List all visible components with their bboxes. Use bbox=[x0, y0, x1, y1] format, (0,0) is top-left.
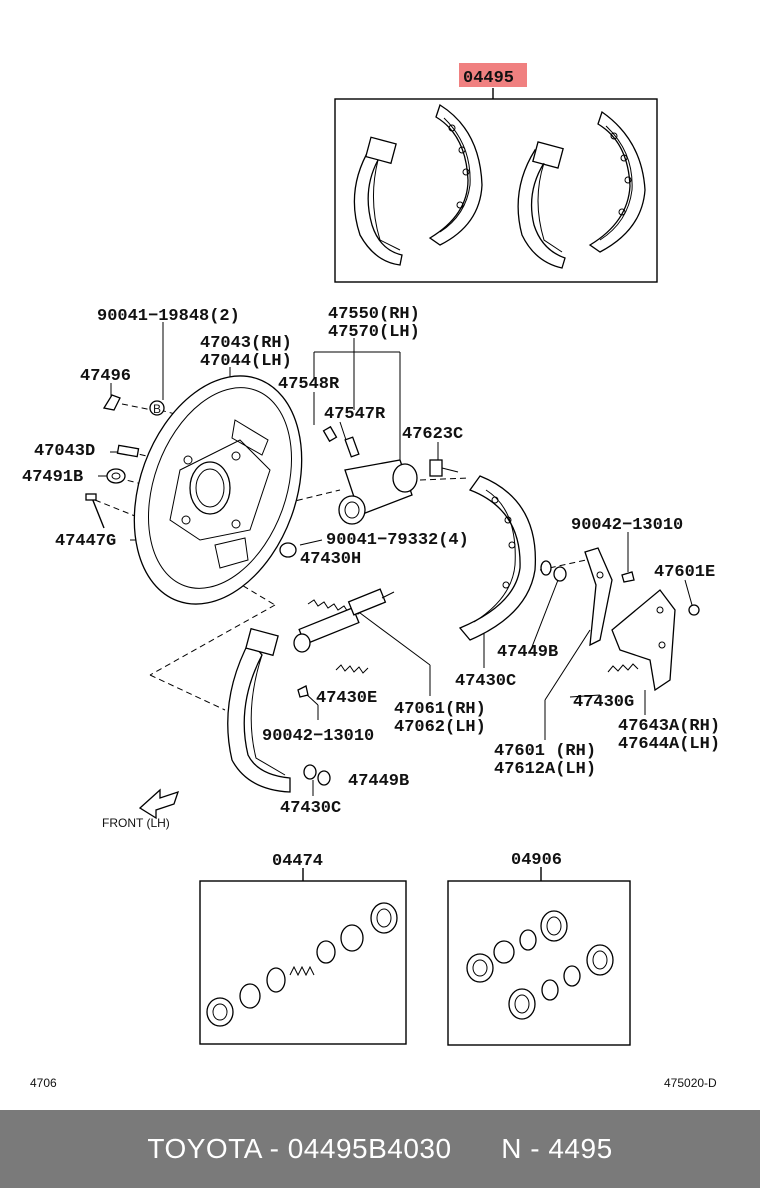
label-47447g[interactable]: 47447G bbox=[55, 532, 116, 551]
clip-90042-13010-a-icon bbox=[621, 571, 635, 583]
label-47643a[interactable]: 47643A(RH) bbox=[618, 717, 720, 736]
spring-cup-47449b-b-icon bbox=[303, 764, 331, 786]
label-47570[interactable]: 47570(LH) bbox=[328, 323, 420, 342]
footer-part-number: 04495B4030 bbox=[287, 1133, 452, 1164]
nut-90041-79332-icon bbox=[279, 542, 297, 558]
label-47496[interactable]: 47496 bbox=[80, 367, 131, 386]
spring-47430g-icon bbox=[607, 663, 639, 673]
kit-04474-box bbox=[199, 880, 407, 1045]
label-90041-79332[interactable]: 90041−79332(4) bbox=[326, 531, 469, 550]
kit-04495-box bbox=[334, 98, 658, 283]
footer-separator: - bbox=[261, 1133, 288, 1164]
kit-04906-label[interactable]: 04906 bbox=[511, 851, 562, 870]
pin-47447g-icon bbox=[85, 493, 105, 529]
bolt-b-icon: B bbox=[149, 400, 165, 416]
label-47430h[interactable]: 47430H bbox=[300, 550, 361, 569]
kit-04495-highlight[interactable] bbox=[459, 63, 527, 87]
kit-04906-box bbox=[447, 880, 631, 1046]
label-47601e[interactable]: 47601E bbox=[654, 563, 715, 582]
label-47430c-a[interactable]: 47430C bbox=[455, 672, 516, 691]
footer-code: N - 4495 bbox=[501, 1133, 613, 1164]
label-47449b-a[interactable]: 47449B bbox=[497, 643, 558, 662]
bleeder-47623c-icon bbox=[429, 459, 459, 477]
label-47430e[interactable]: 47430E bbox=[316, 689, 377, 708]
washer-47601e-icon bbox=[688, 604, 700, 616]
footer-brand: TOYOTA bbox=[147, 1133, 262, 1164]
corner-code-left: 4706 bbox=[30, 1076, 57, 1090]
backing-plate-icon bbox=[133, 375, 303, 605]
adjuster-47061-icon bbox=[293, 588, 395, 653]
label-47612a[interactable]: 47612A(LH) bbox=[494, 760, 596, 779]
plug-47043d-icon bbox=[116, 444, 140, 458]
spring-47430e-icon bbox=[335, 664, 369, 674]
kit-04495-label[interactable]: 04495 bbox=[463, 69, 514, 88]
label-47601[interactable]: 47601 (RH) bbox=[494, 742, 596, 761]
label-47043[interactable]: 47043(RH) bbox=[200, 334, 292, 353]
label-47044[interactable]: 47044(LH) bbox=[200, 352, 292, 371]
corner-code-right: 475020-D bbox=[664, 1076, 717, 1090]
label-90042-13010-b[interactable]: 90042−13010 bbox=[262, 727, 374, 746]
kit-04474-label[interactable]: 04474 bbox=[272, 852, 323, 871]
label-47548r[interactable]: 47548R bbox=[278, 375, 340, 394]
cylinder-kit-04474-icon bbox=[206, 902, 398, 1027]
label-47449b-b[interactable]: 47449B bbox=[348, 772, 409, 791]
footer-text: TOYOTA - 04495B4030 N - 4495 bbox=[147, 1133, 612, 1165]
parts-diagram: 04495 90041−19848(2) 47043(RH) 47044(LH)… bbox=[22, 63, 720, 1090]
label-47550[interactable]: 47550(RH) bbox=[328, 305, 420, 324]
brake-shoe-right-icon bbox=[458, 475, 537, 641]
clip-90042-13010-b-icon bbox=[297, 685, 309, 698]
spring-cup-47449b-a-icon bbox=[540, 560, 567, 582]
label-47430c-b[interactable]: 47430C bbox=[280, 799, 341, 818]
footer-gap bbox=[452, 1133, 502, 1164]
label-47491b[interactable]: 47491B bbox=[22, 468, 83, 487]
cup-kit-04906-icon bbox=[466, 910, 614, 1020]
wheel-cylinder-icon bbox=[322, 425, 418, 525]
label-47043d[interactable]: 47043D bbox=[34, 442, 95, 461]
brake-shoe-left-icon bbox=[227, 627, 291, 793]
footer-bar: TOYOTA - 04495B4030 N - 4495 bbox=[0, 1110, 760, 1188]
front-arrow-icon bbox=[138, 788, 180, 820]
svg-text:B: B bbox=[153, 402, 161, 416]
label-47430g[interactable]: 47430G bbox=[573, 693, 634, 712]
label-90041-19848[interactable]: 90041−19848(2) bbox=[97, 307, 240, 326]
label-47061[interactable]: 47061(RH) bbox=[394, 700, 486, 719]
brake-shoe-set-icon bbox=[353, 104, 646, 269]
clip-47496-icon bbox=[102, 394, 121, 411]
label-47644a[interactable]: 47644A(LH) bbox=[618, 735, 720, 754]
adjusting-lever-47601-icon bbox=[584, 547, 613, 647]
label-47547r[interactable]: 47547R bbox=[324, 405, 386, 424]
front-label: FRONT (LH) bbox=[102, 816, 170, 830]
label-47062[interactable]: 47062(LH) bbox=[394, 718, 486, 737]
label-90042-13010-a[interactable]: 90042−13010 bbox=[571, 516, 683, 535]
lever-47643a-icon bbox=[611, 589, 676, 692]
grommet-47491b-icon bbox=[106, 468, 126, 484]
label-47623c[interactable]: 47623C bbox=[402, 425, 463, 444]
